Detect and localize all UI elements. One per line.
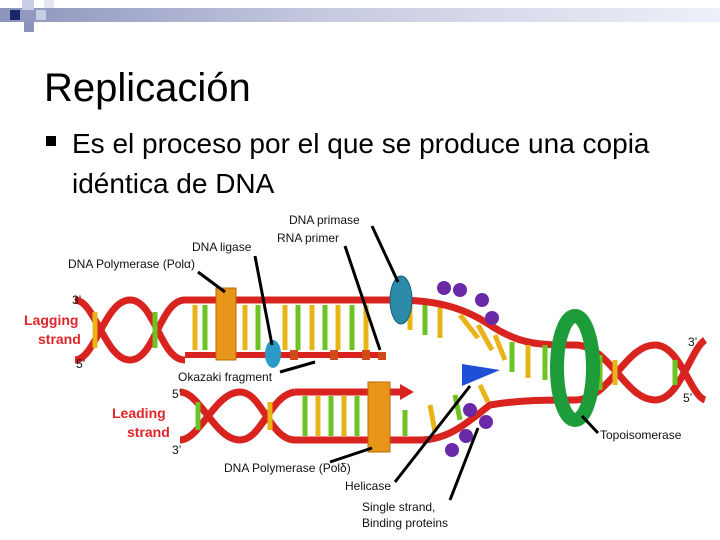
label-lagging-1: Lagging [24, 312, 78, 328]
label-leading-3prime: 3’ [172, 443, 181, 457]
decor-square [24, 22, 34, 32]
helicase-shape [462, 364, 500, 386]
dna-primase-shape [389, 275, 413, 325]
label-leading-2: strand [127, 424, 170, 440]
dna-ligase-shape [265, 340, 281, 368]
label-ssb-line2: Binding proteins [362, 516, 448, 530]
label-ssb-line1: Single strand, [362, 500, 435, 514]
label-dna-polymerase-alpha: DNA Polymerase (Polα) [68, 257, 195, 271]
label-rna-primer: RNA primer [277, 231, 339, 245]
topoisomerase-shape [550, 309, 600, 427]
dna-polymerase-delta-shape [367, 381, 391, 453]
label-lagging-2: strand [38, 331, 81, 347]
label-leading-1: Leading [112, 405, 166, 421]
slide-title: Replicación [44, 66, 251, 110]
label-lagging-5prime: 5’ [76, 357, 85, 371]
label-leading-5prime: 5’ [172, 387, 181, 401]
dna-polymerase-alpha-shape [215, 287, 237, 361]
parent-helix-right [574, 337, 708, 404]
decor-square [22, 0, 34, 10]
label-dna-ligase: DNA ligase [192, 240, 252, 254]
okazaki-fragments [240, 350, 386, 360]
label-right-3prime: 3’ [688, 335, 697, 349]
label-right-5prime: 5’ [683, 391, 692, 405]
label-dna-primase: DNA primase [289, 213, 360, 227]
label-okazaki-fragment: Okazaki fragment [178, 370, 273, 384]
label-lagging-3prime: 3’ [72, 293, 81, 307]
label-dna-polymerase-delta: DNA Polymerase (Polδ) [224, 461, 351, 475]
decor-square [10, 10, 20, 20]
ssb-proteins [437, 281, 499, 457]
label-topoisomerase: Topoisomerase [600, 428, 682, 442]
label-helicase: Helicase [345, 479, 391, 493]
decor-square [36, 10, 46, 20]
title-bar-gradient [0, 8, 720, 22]
decor-square [44, 0, 54, 8]
lagging-parent-strand [394, 296, 576, 349]
label-pointers [197, 225, 600, 501]
leading-helix [179, 383, 576, 444]
bullet-marker [46, 136, 56, 146]
bullet-text: Es el proceso por el que se produce una … [72, 128, 650, 199]
